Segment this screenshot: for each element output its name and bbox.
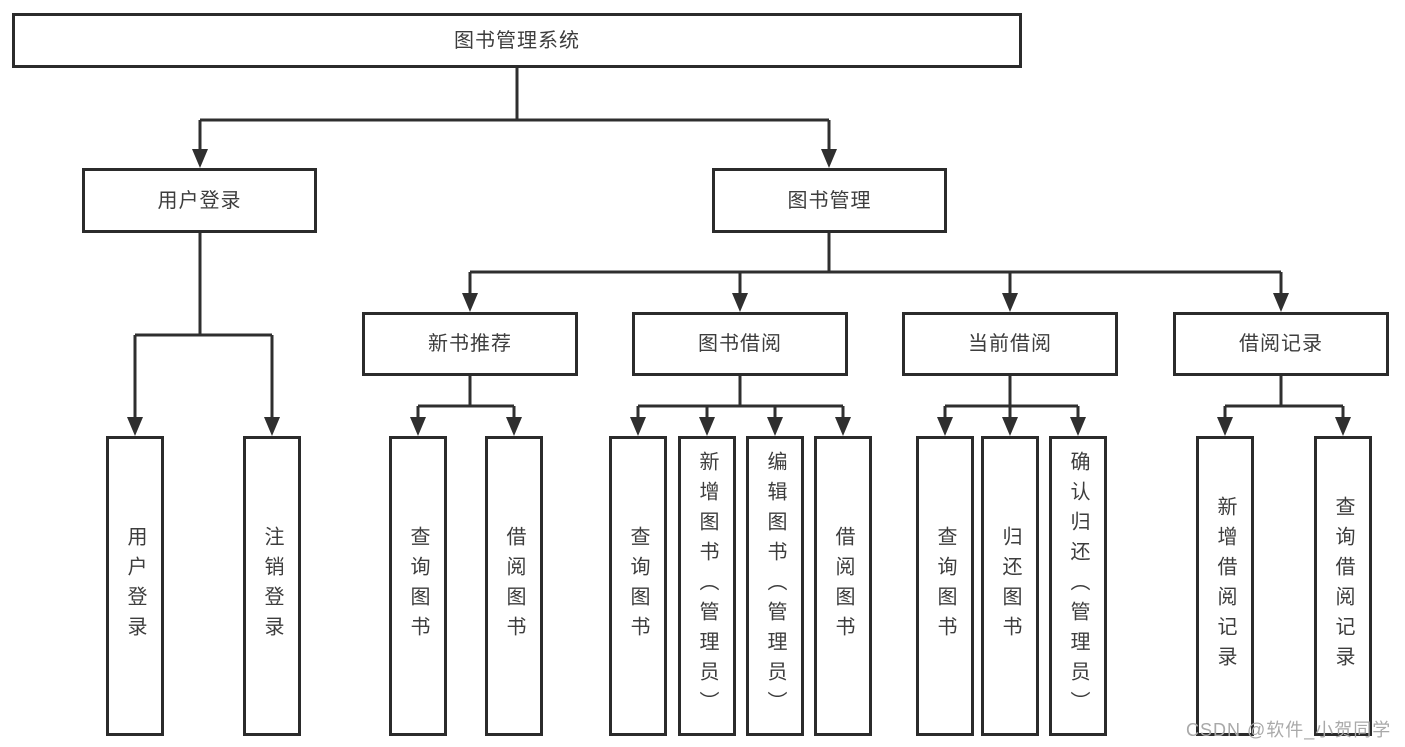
node-label: 编辑图书（管理员） bbox=[764, 451, 786, 721]
node-label: 确认归还（管理员） bbox=[1067, 451, 1089, 721]
node-leaf-confirm-return-admin: 确认归还（管理员） bbox=[1049, 436, 1107, 736]
node-label: 图书借阅 bbox=[698, 333, 782, 355]
node-book-management: 图书管理 bbox=[712, 168, 947, 233]
node-leaf-borrow-books: 借阅图书 bbox=[814, 436, 872, 736]
node-label: 归还图书 bbox=[999, 526, 1021, 646]
node-leaf-add-borrow-record: 新增借阅记录 bbox=[1196, 436, 1254, 736]
node-leaf-add-books-admin: 新增图书（管理员） bbox=[678, 436, 736, 736]
node-leaf-query-books-current: 查询图书 bbox=[916, 436, 974, 736]
edges-borrowing-records bbox=[1217, 376, 1351, 436]
edges-current-borrowing bbox=[937, 376, 1086, 436]
node-leaf-logout: 注销登录 bbox=[243, 436, 301, 736]
csdn-watermark: CSDN @软件_小贺同学 bbox=[1186, 720, 1392, 740]
node-label: 查询图书 bbox=[627, 526, 649, 646]
node-label: 图书管理系统 bbox=[454, 29, 580, 52]
node-label: 借阅图书 bbox=[503, 526, 525, 646]
node-leaf-query-books-borrow: 查询图书 bbox=[609, 436, 667, 736]
node-label: 查询借阅记录 bbox=[1332, 496, 1354, 676]
node-leaf-query-books-recommend: 查询图书 bbox=[389, 436, 447, 736]
node-label: 新增借阅记录 bbox=[1214, 496, 1236, 676]
node-label: 用户登录 bbox=[157, 189, 242, 212]
node-user-login: 用户登录 bbox=[82, 168, 317, 233]
edges-user-login bbox=[127, 233, 280, 436]
edges-book-borrowing bbox=[630, 376, 851, 436]
node-label: 借阅图书 bbox=[832, 526, 854, 646]
edges-new-book-recommendation bbox=[410, 376, 522, 436]
node-label: 借阅记录 bbox=[1239, 333, 1323, 355]
node-label: 注销登录 bbox=[261, 526, 283, 646]
node-label: 查询图书 bbox=[407, 526, 429, 646]
node-leaf-return-books: 归还图书 bbox=[981, 436, 1039, 736]
node-borrowing-records: 借阅记录 bbox=[1173, 312, 1389, 376]
node-label: 当前借阅 bbox=[968, 333, 1052, 355]
node-library-management-system: 图书管理系统 bbox=[12, 13, 1022, 68]
node-leaf-edit-books-admin: 编辑图书（管理员） bbox=[746, 436, 804, 736]
node-label: 用户登录 bbox=[124, 526, 146, 646]
node-new-book-recommendation: 新书推荐 bbox=[362, 312, 578, 376]
node-leaf-borrow-books-recommend: 借阅图书 bbox=[485, 436, 543, 736]
node-current-borrowing: 当前借阅 bbox=[902, 312, 1118, 376]
node-label: 图书管理 bbox=[787, 189, 872, 212]
edges-root bbox=[192, 68, 837, 168]
node-book-borrowing: 图书借阅 bbox=[632, 312, 848, 376]
node-leaf-query-borrow-record: 查询借阅记录 bbox=[1314, 436, 1372, 736]
node-label: 查询图书 bbox=[934, 526, 956, 646]
node-label: 新增图书（管理员） bbox=[696, 451, 718, 721]
node-leaf-user-login: 用户登录 bbox=[106, 436, 164, 736]
node-label: 新书推荐 bbox=[428, 333, 512, 355]
edges-book-management bbox=[462, 233, 1289, 312]
